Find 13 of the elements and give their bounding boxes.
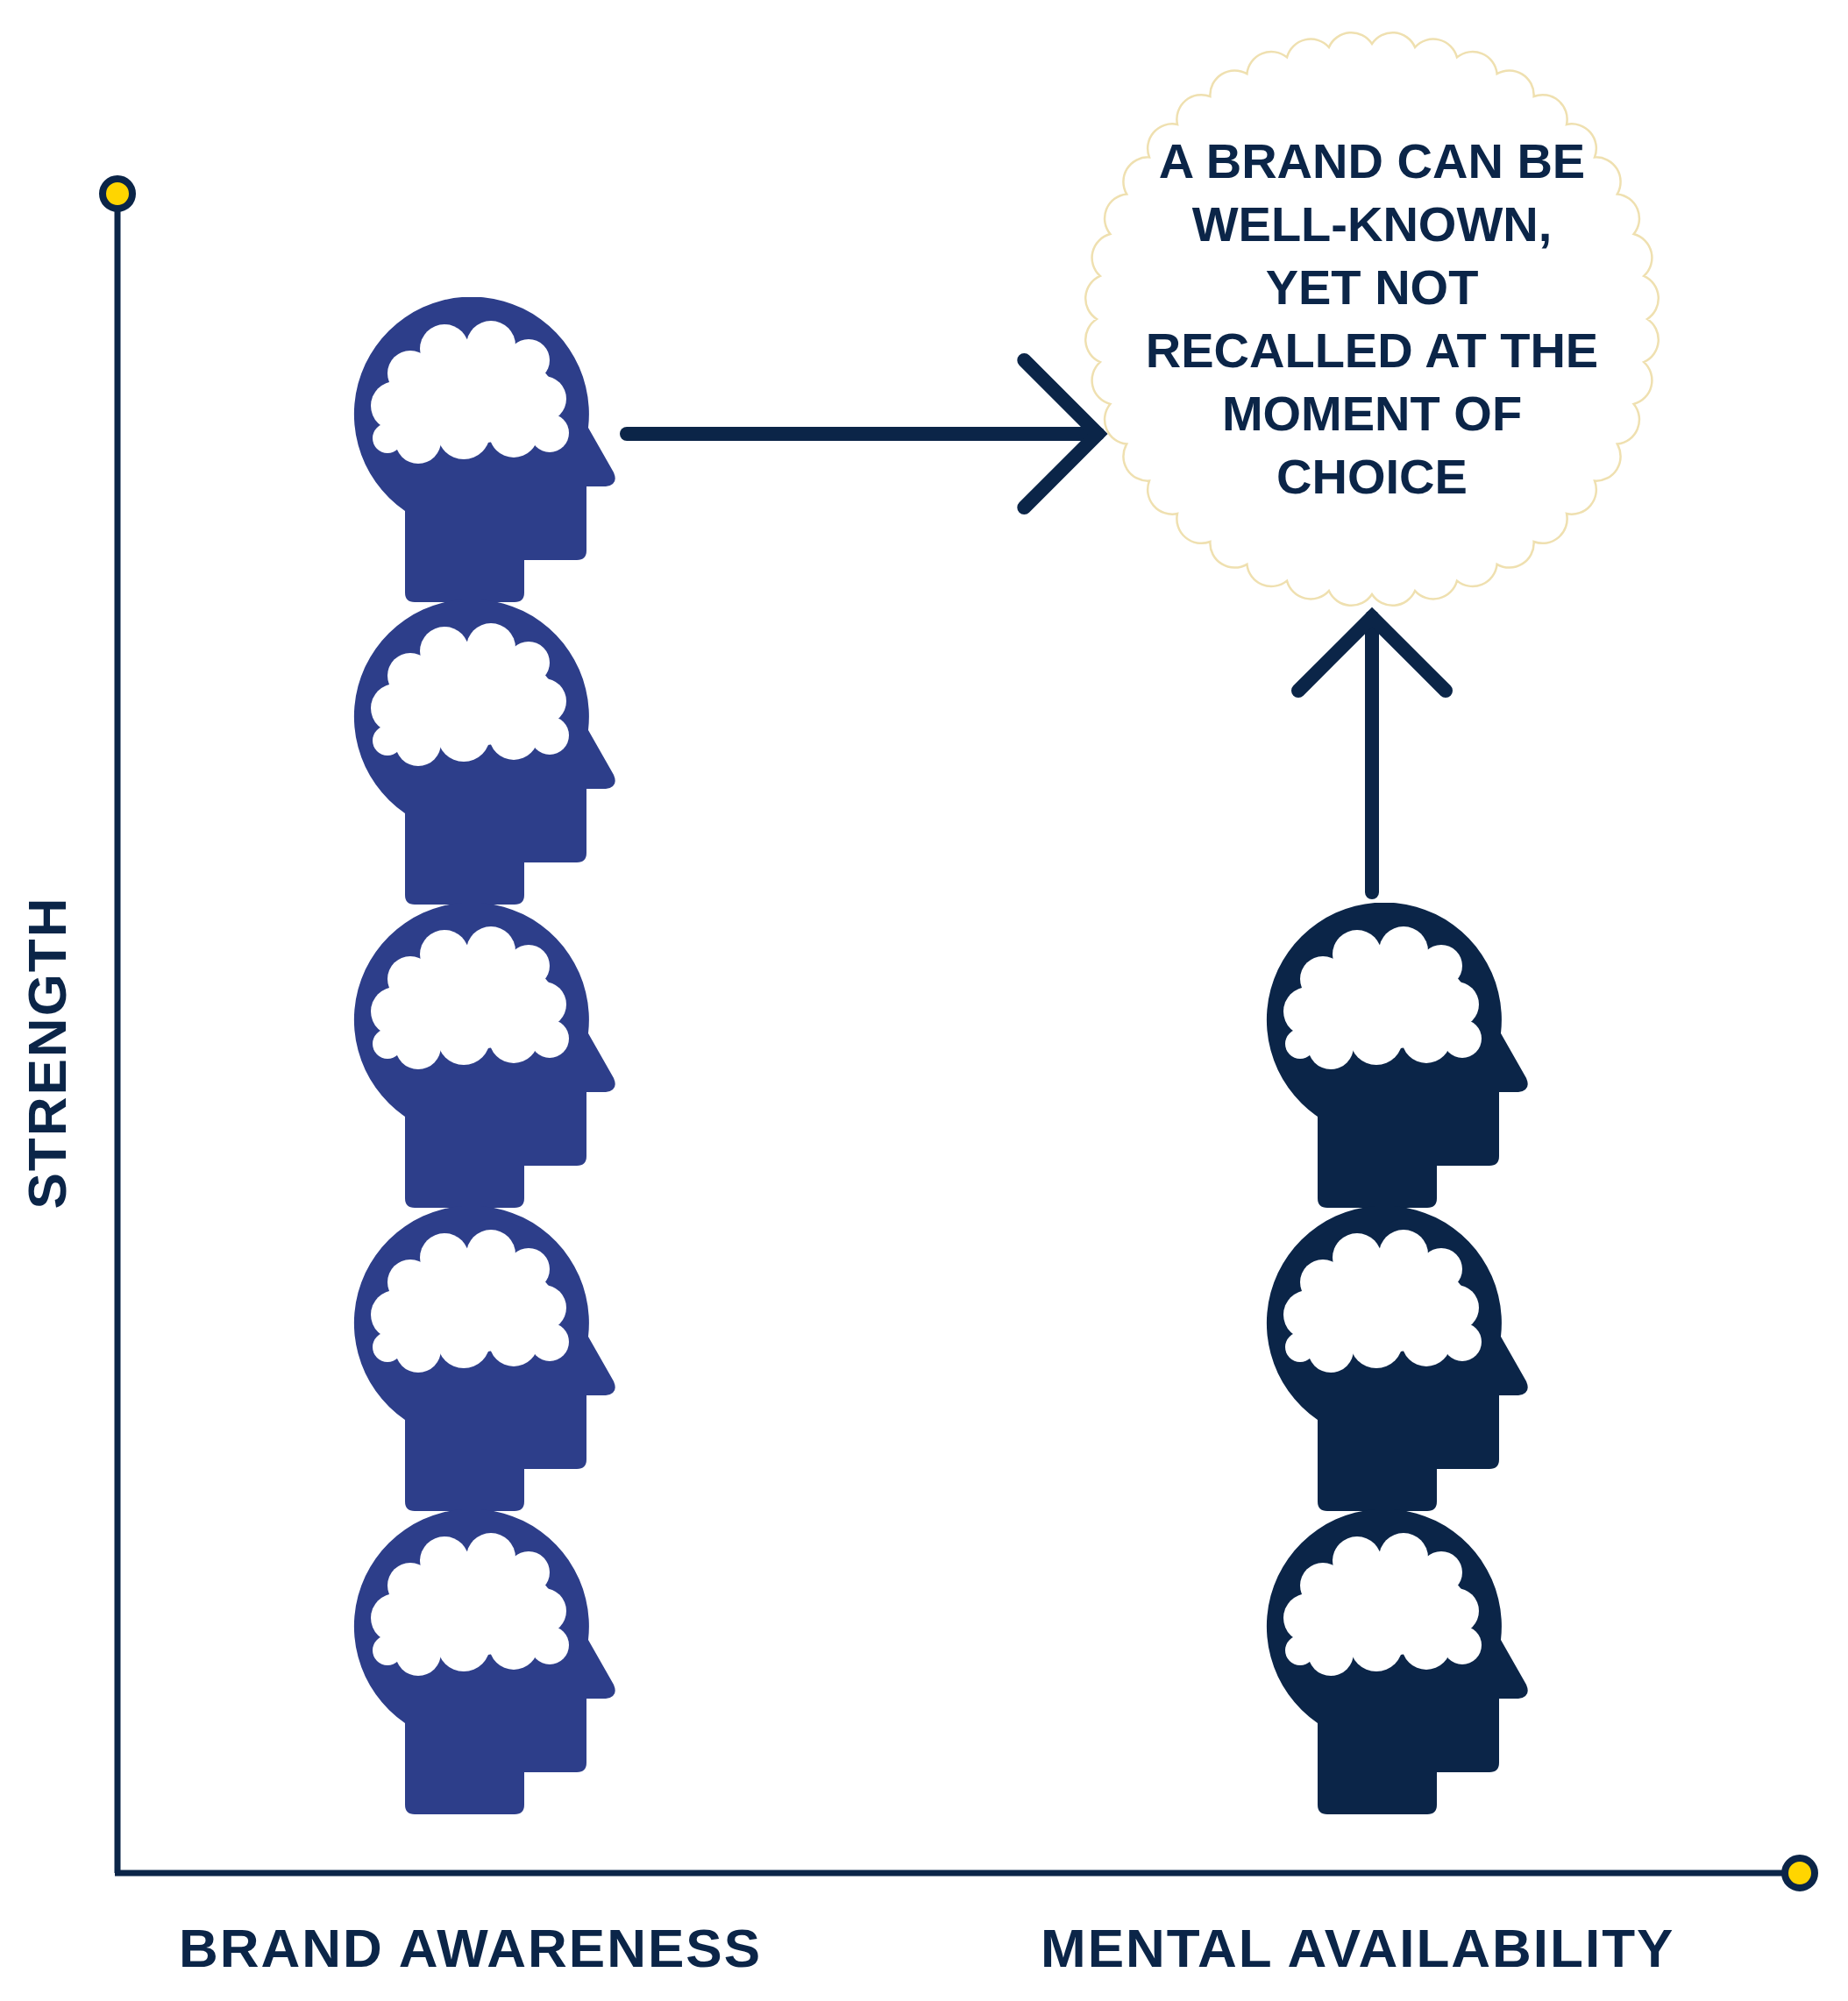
head-brain-icon [353,1206,616,1511]
callout-text: A BRAND CAN BE WELL-KNOWN, YET NOT RECALLED AT THE MOMENT OF CHOICE [1144,132,1600,506]
head-brain-icon [353,600,616,905]
axis-label: STRENGTH [20,896,75,1210]
axis-label: MENTAL AVAILABILITY [1041,1921,1675,1976]
head-brain-icon [1266,903,1529,1208]
head-brain-icon [353,1509,616,1814]
head-brain-icon [1266,1509,1529,1814]
arrow [620,353,1105,514]
head-brain-icon [353,297,616,602]
head-brain-icon [1266,1206,1529,1511]
head-brain-icon [353,903,616,1208]
axis-label: BRAND AWARENESS [179,1921,762,1976]
